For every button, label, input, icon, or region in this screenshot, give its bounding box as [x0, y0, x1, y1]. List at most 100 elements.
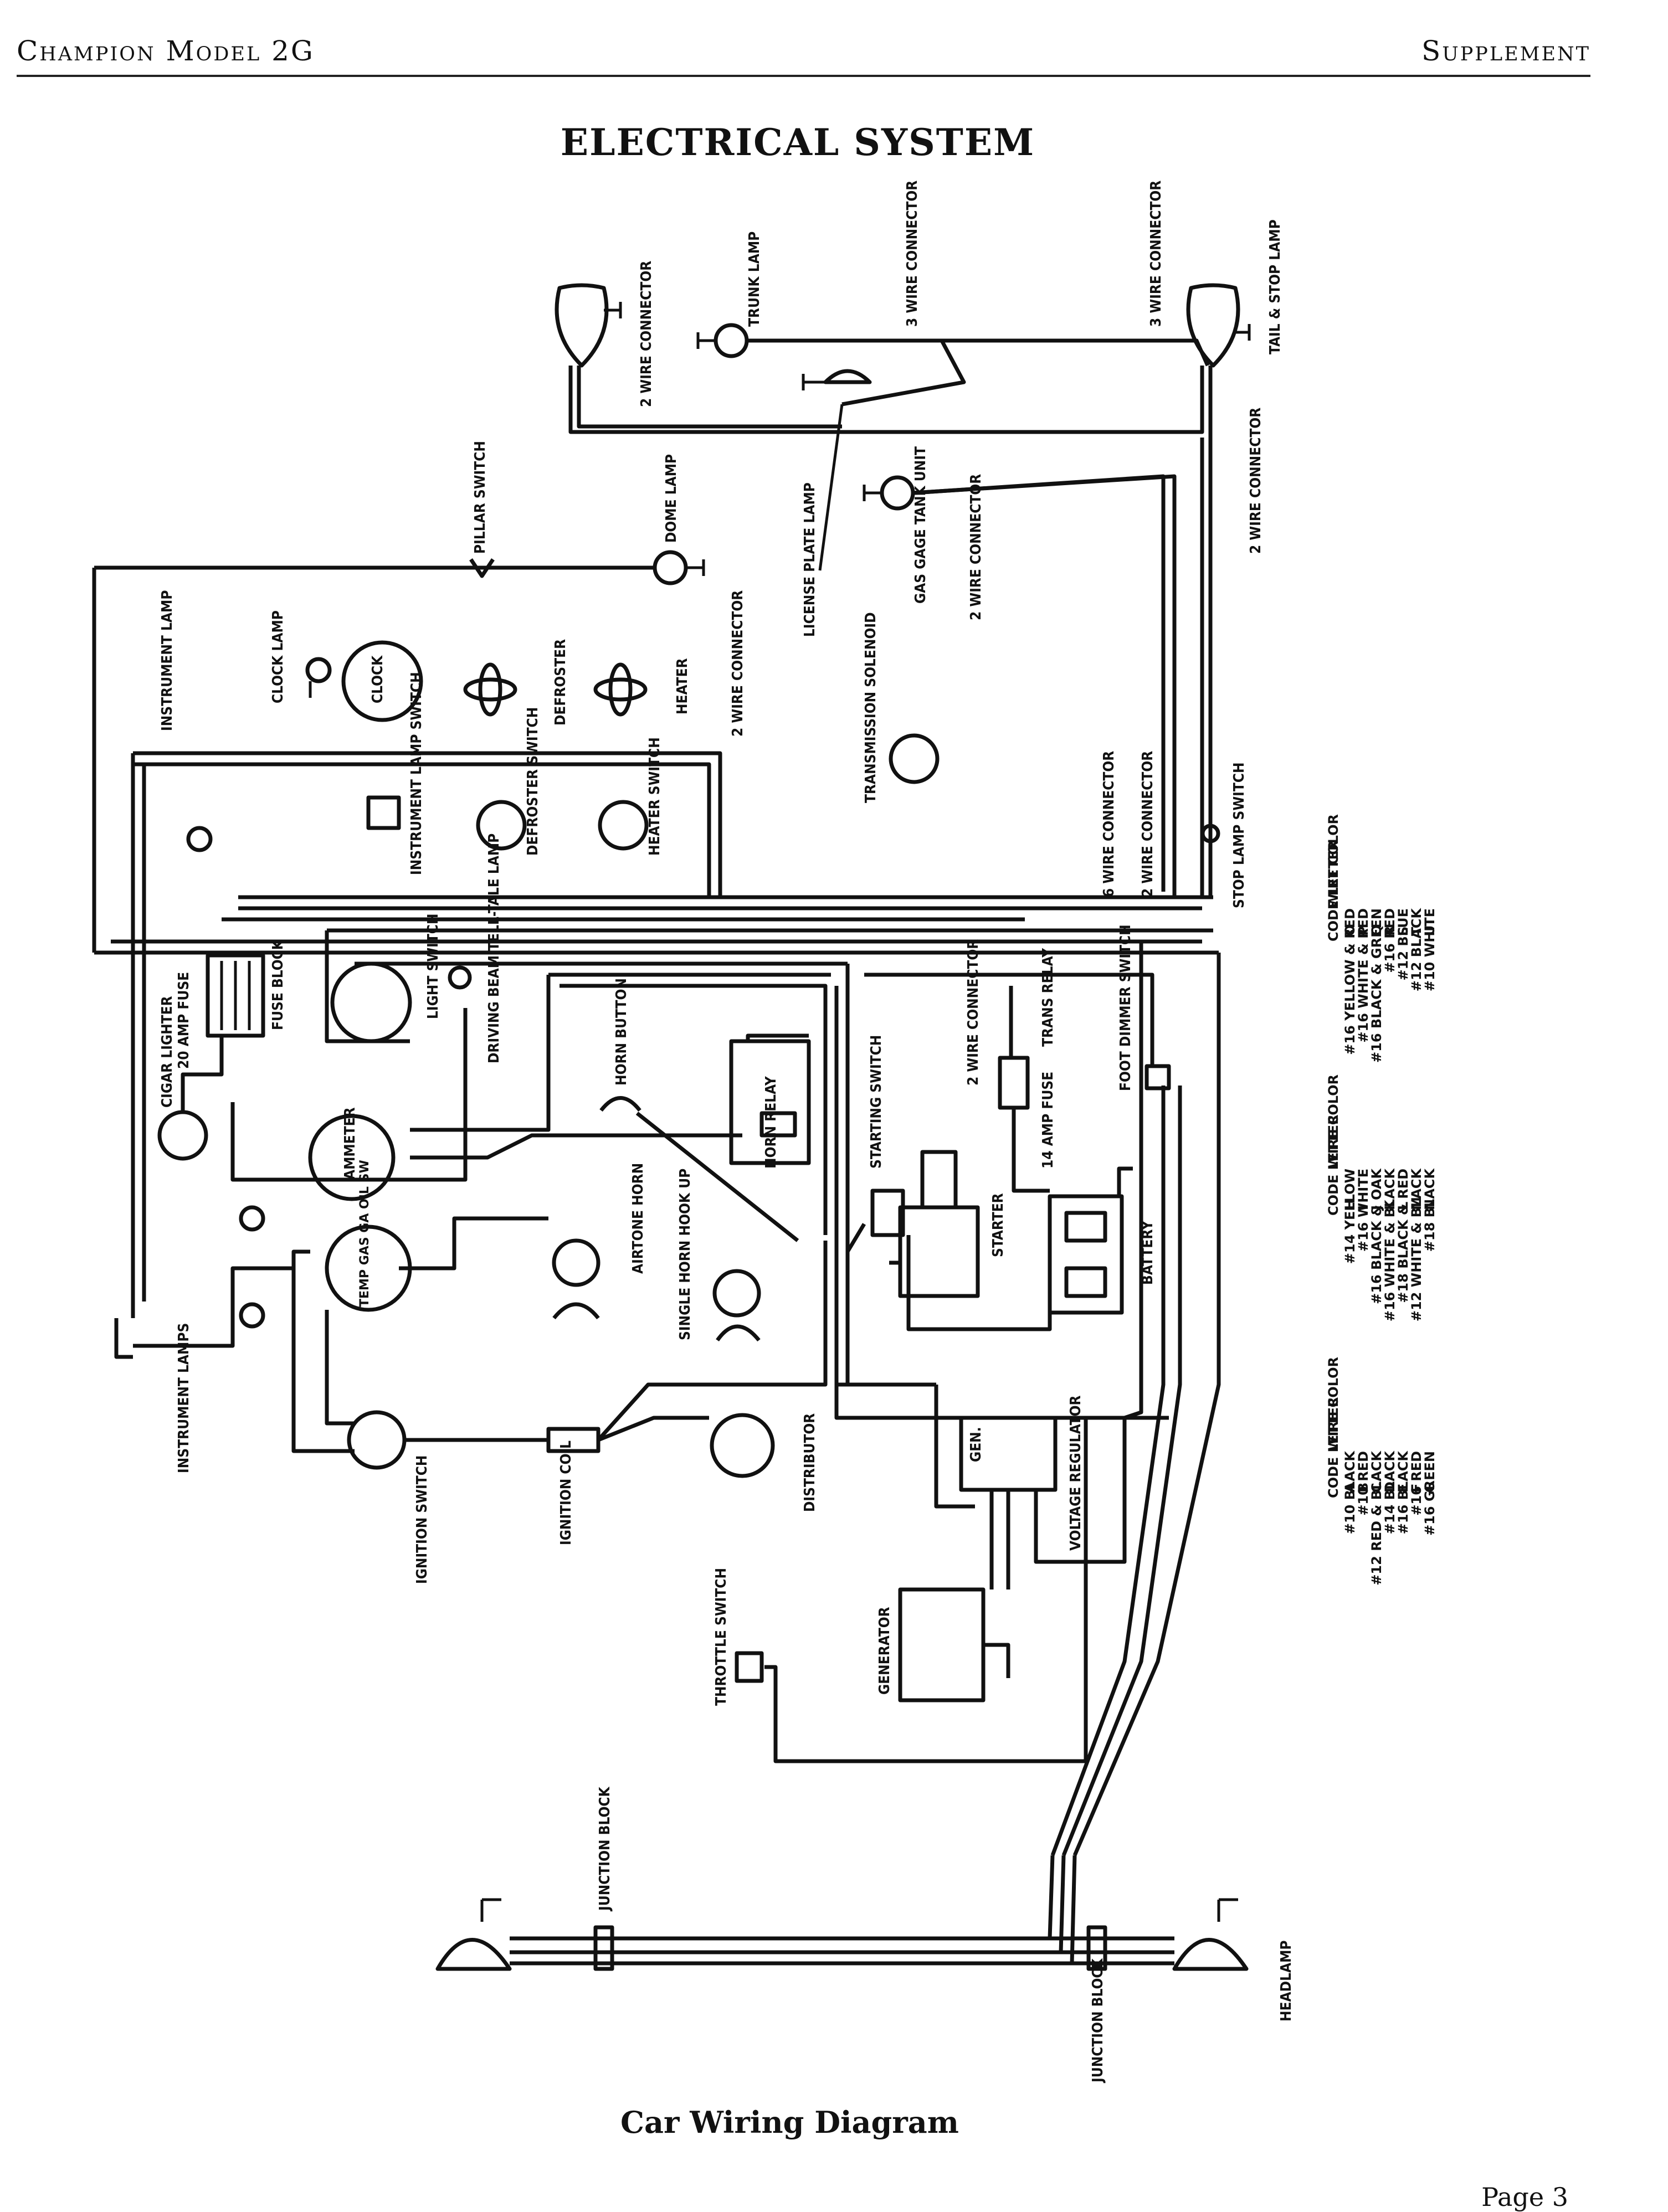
- legend-header-color: WIRE COLOR: [1326, 1357, 1341, 1451]
- label-voltage-regulator: VOLTAGE REGULATOR: [1067, 1395, 1084, 1551]
- label-2-wire-connector-mid: 2 WIRE CONNECTOR: [1140, 751, 1156, 897]
- label-heater-switch: HEATER SWITCH: [646, 737, 663, 856]
- label-defroster: DEFROSTER: [552, 639, 569, 726]
- junction-block-left-icon: [593, 1925, 614, 1971]
- driving-beam-lamp-icon: [448, 965, 472, 990]
- label-ignition-switch: IGNITION SWITCH: [414, 1455, 430, 1584]
- label-junction-block-right: JUNCTION BLOCK: [1090, 1958, 1106, 2084]
- starting-switch-icon: [870, 1189, 905, 1237]
- legend-wire-color: #16 WHITE & BLACK: [1382, 1168, 1398, 1322]
- instrument-lamp-lower-2-icon: [239, 1302, 265, 1329]
- license-plate-lamp-icon: [802, 369, 872, 390]
- label-2-wire-connector-heater: 2 WIRE CONNECTOR: [730, 590, 746, 737]
- tail-stop-lamp-icon: [1186, 283, 1251, 368]
- label-heater: HEATER: [674, 658, 691, 714]
- legend-wire-color: #10 WHITE: [1422, 908, 1438, 991]
- airtone-horn-icon: [552, 1238, 601, 1320]
- legend-code-letter: D: [1382, 1481, 1398, 1493]
- legend-wire-color: #16 BLACK & GREEN: [1369, 908, 1384, 1063]
- legend-code-letter: Q: [1369, 925, 1384, 936]
- legend-wire-color: #12 WHITE & BLACK: [1409, 1168, 1424, 1322]
- junction-block-right-icon: [1086, 1925, 1107, 1971]
- legend-code-letter: I: [1356, 1205, 1371, 1210]
- header-supplement: Supplement: [1421, 35, 1590, 67]
- distributor-icon: [710, 1413, 775, 1478]
- clock-lamp-icon: [305, 657, 332, 698]
- component-labels: TRUNK LAMP 3 WIRE CONNECTOR 3 WIRE CONNE…: [159, 181, 1295, 2084]
- legend-code-letter: T: [1409, 927, 1424, 936]
- legend-code-letter: P: [1356, 926, 1371, 936]
- label-distributor: DISTRIBUTOR: [802, 1413, 818, 1512]
- legend-code-letter: J: [1369, 1205, 1384, 1211]
- light-switch-icon: [330, 961, 412, 1043]
- legend-wire-color: #12 RED & BLACK: [1369, 1450, 1384, 1586]
- foot-dimmer-switch-icon: [1144, 1064, 1171, 1090]
- heater-switch-icon: [598, 800, 649, 851]
- label-light-switch: LIGHT SWITCH: [425, 913, 442, 1019]
- transmission-solenoid-icon: [889, 733, 940, 784]
- legend-wire-color: #16 YELLOW & RED: [1342, 908, 1358, 1055]
- lower-harness: [404, 1241, 1127, 1763]
- label-trunk-lamp: TRUNK LAMP: [746, 232, 763, 327]
- label-horn-button: HORN BUTTON: [613, 978, 630, 1086]
- headlamp-harness: [510, 1855, 1174, 1966]
- header-model: Champion Model 2G: [17, 35, 315, 67]
- label-defroster-switch: DEFROSTER SWITCH: [525, 707, 541, 856]
- legend-code-letter: G: [1422, 1481, 1438, 1493]
- ignition-switch-icon: [347, 1410, 407, 1470]
- legend-code-letter: B: [1356, 1483, 1371, 1493]
- label-2-wire-connector-trans: 2 WIRE CONNECTOR: [965, 939, 982, 1086]
- label-junction-block-left: JUNCTION BLOCK: [597, 1786, 613, 1912]
- legend-wire-color: #18 BLACK & RED: [1395, 1169, 1411, 1303]
- label-starter: STARTER: [990, 1193, 1007, 1257]
- legend-header-code: CODE LETTER: [1326, 840, 1341, 942]
- throttle-switch-icon: [735, 1651, 764, 1683]
- instrument-lamp-lower-1-icon: [239, 1205, 265, 1232]
- defroster-switch-icon: [476, 800, 527, 851]
- label-fuse-block: FUSE BLOCK: [270, 939, 286, 1030]
- gas-gage-tank-unit-icon: [863, 475, 915, 511]
- battery-icon: [1048, 1194, 1124, 1315]
- legend-code-letter: L: [1395, 1202, 1411, 1210]
- page-title: ELECTRICAL SYSTEM: [560, 121, 1035, 164]
- legend-code-letter: C: [1369, 1483, 1384, 1493]
- label-3-wire-connector-1: 3 WIRE CONNECTOR: [904, 181, 921, 327]
- label-single-horn-hookup: SINGLE HORN HOOK UP: [677, 1169, 694, 1340]
- page-header: Champion Model 2G Supplement: [17, 30, 1590, 77]
- label-foot-dimmer-switch: FOOT DIMMER SWITCH: [1117, 924, 1134, 1091]
- page-number: Page 3: [1481, 2182, 1568, 2212]
- label-clock: CLOCK: [369, 655, 386, 703]
- label-instrument-lamp: INSTRUMENT LAMP: [159, 590, 176, 731]
- label-horn-relay: HORN RELAY: [763, 1076, 779, 1169]
- clock-icon: [341, 640, 423, 722]
- label-stop-lamp-switch: STOP LAMP SWITCH: [1231, 762, 1248, 908]
- label-ignition-coil: IGNITION COIL: [558, 1441, 574, 1545]
- headlamp-right-icon: [1172, 1898, 1249, 1971]
- label-instrument-lamps: INSTRUMENT LAMPS: [176, 1323, 192, 1473]
- legend-code-letter: H: [1342, 1199, 1358, 1210]
- legend-wire-color: #12 BLACK: [1409, 908, 1424, 992]
- label-2-wire-connector-rear-left: 2 WIRE CONNECTOR: [638, 261, 655, 407]
- legend-wire-color: #12 BLUE: [1395, 908, 1411, 980]
- label-gauge-text: TEMP GAS GA OIL SW: [358, 1160, 372, 1307]
- stop-lamp-switch-icon: [1200, 824, 1220, 843]
- legend-header-code: CODE LETTER: [1326, 1397, 1341, 1498]
- defroster-fan-icon: [463, 662, 517, 717]
- legend-code-letter: S: [1395, 927, 1411, 936]
- rear-left-lamp-icon: [555, 283, 622, 368]
- diagram-caption: Car Wiring Diagram: [620, 2105, 959, 2140]
- label-gas-gage-tank-unit: GAS GAGE TANK UNIT: [912, 446, 929, 604]
- legend-wire-color: #14 BLACK: [1382, 1450, 1398, 1535]
- label-2-wire-connector-gas: 2 WIRE CONNECTOR: [968, 474, 984, 620]
- legend-wire-color: #14 YELLOW: [1342, 1169, 1358, 1264]
- cigar-lighter-icon: [157, 1110, 208, 1161]
- label-tail-stop-lamp: TAIL & STOP LAMP: [1267, 219, 1284, 354]
- heater-fan-icon: [593, 662, 648, 717]
- legend-wire-color: #16 RED: [1409, 1451, 1424, 1516]
- ammeter-icon: [308, 1114, 396, 1201]
- label-6-wire-connector: 6 WIRE CONNECTOR: [1101, 751, 1117, 897]
- legend-code-letter: E: [1395, 1484, 1411, 1493]
- trans-relay-icon: [998, 1056, 1030, 1110]
- headlamp-left-icon: [435, 1898, 512, 1971]
